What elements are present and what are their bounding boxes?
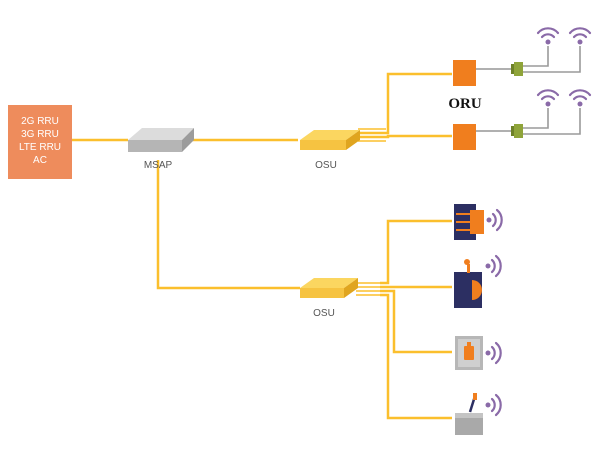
link-osu-bottom-terminal-3 — [380, 289, 452, 354]
wifi-icon — [486, 208, 503, 232]
wifi-icon — [485, 393, 502, 417]
msap-label: MSAP — [144, 160, 173, 171]
link-osu-top-oru-2 — [358, 134, 452, 139]
wifi-icon — [485, 254, 502, 278]
msap-device-icon — [128, 128, 194, 152]
osu-bottom-device-icon — [300, 278, 358, 298]
navy-terminal-icon — [454, 204, 484, 240]
splitter-icon — [511, 62, 523, 76]
source-line-1: 2G RRU — [21, 116, 59, 127]
link-osu-bottom-terminal-1 — [380, 219, 452, 285]
wifi-icon — [536, 89, 560, 107]
navy-globe-terminal-icon — [454, 259, 482, 308]
source-box-background — [8, 105, 72, 179]
antenna-feed-lines — [523, 46, 581, 73]
oru-device-icon — [453, 124, 476, 150]
links — [72, 68, 514, 420]
wifi-icon — [485, 341, 502, 365]
source-line-2: 3G RRU — [21, 129, 59, 140]
source-line-3: LTE RRU — [19, 142, 61, 153]
wifi-icon — [568, 89, 592, 107]
oru-device-icon — [453, 60, 476, 86]
source-box: 2G RRU 3G RRU LTE RRU AC — [8, 105, 72, 179]
wall-socket-terminal-icon — [455, 336, 483, 370]
osu-top-label: OSU — [315, 160, 337, 171]
desk-phone-terminal-icon — [455, 393, 483, 435]
antenna-feed-lines — [523, 108, 581, 135]
osu-top-device-icon — [300, 130, 360, 150]
oru-label: ORU — [448, 96, 482, 112]
wifi-icon — [536, 27, 560, 45]
wifi-icon — [568, 27, 592, 45]
source-line-4: AC — [33, 155, 47, 166]
link-msap-osu-bottom — [156, 160, 300, 290]
link-osu-top-oru-1 — [358, 72, 452, 135]
osu-bottom-label: OSU — [313, 308, 335, 319]
splitter-icon — [511, 124, 523, 138]
link-osu-bottom-terminal-4 — [380, 293, 452, 420]
